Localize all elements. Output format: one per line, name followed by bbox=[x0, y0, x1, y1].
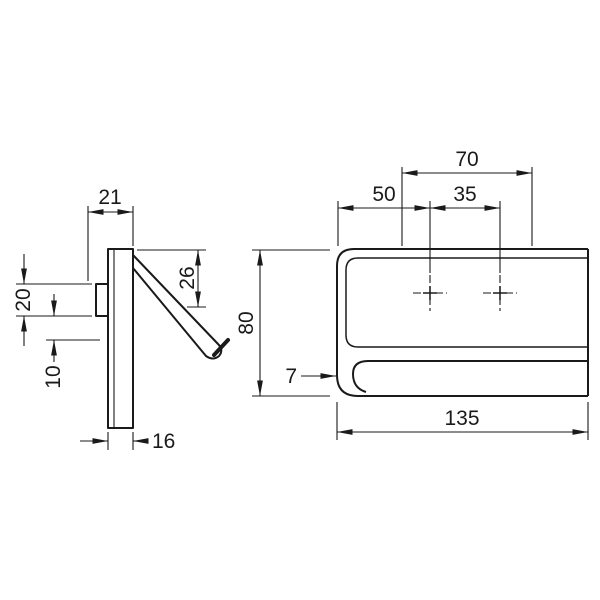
roll-arm-hook bbox=[212, 338, 230, 357]
dim-label-20: 20 bbox=[12, 288, 35, 311]
dim-label-50: 50 bbox=[372, 183, 395, 206]
dimension-bar-thickness: 7 bbox=[285, 365, 336, 388]
dimension-left-to-hole: 50 bbox=[337, 183, 431, 273]
mounting-plate-side bbox=[107, 248, 134, 429]
shelf-inner-outline bbox=[345, 257, 588, 348]
dim-label-80: 80 bbox=[235, 311, 258, 334]
dimension-mount-plate-height: 20 bbox=[12, 254, 92, 346]
wall-bracket-side bbox=[95, 283, 109, 317]
dimension-hole-spacing: 35 bbox=[430, 183, 501, 273]
dimension-top-depth: 21 bbox=[87, 186, 134, 281]
dimension-total-width: 135 bbox=[336, 402, 589, 440]
holder-outer-outline bbox=[336, 248, 588, 397]
dimension-height: 80 bbox=[235, 249, 330, 397]
dim-label-7: 7 bbox=[285, 365, 297, 388]
dimension-arm-drop: 26 bbox=[137, 249, 206, 308]
mounting-hole-marker-right bbox=[483, 275, 517, 311]
dim-label-21: 21 bbox=[98, 186, 121, 209]
dim-label-26: 26 bbox=[176, 266, 199, 289]
dim-label-35: 35 bbox=[453, 183, 476, 206]
dimension-plate-depth: 16 bbox=[80, 430, 175, 453]
dim-label-135: 135 bbox=[444, 407, 479, 430]
dim-label-10: 10 bbox=[42, 365, 65, 388]
mounting-hole-marker-left bbox=[413, 275, 447, 311]
dim-label-16: 16 bbox=[152, 430, 175, 453]
side-view bbox=[95, 248, 230, 429]
dim-label-70: 70 bbox=[455, 148, 478, 171]
roll-bar-outline bbox=[352, 360, 588, 393]
front-view bbox=[336, 248, 589, 397]
dimension-below-mount: 10 bbox=[42, 294, 100, 389]
